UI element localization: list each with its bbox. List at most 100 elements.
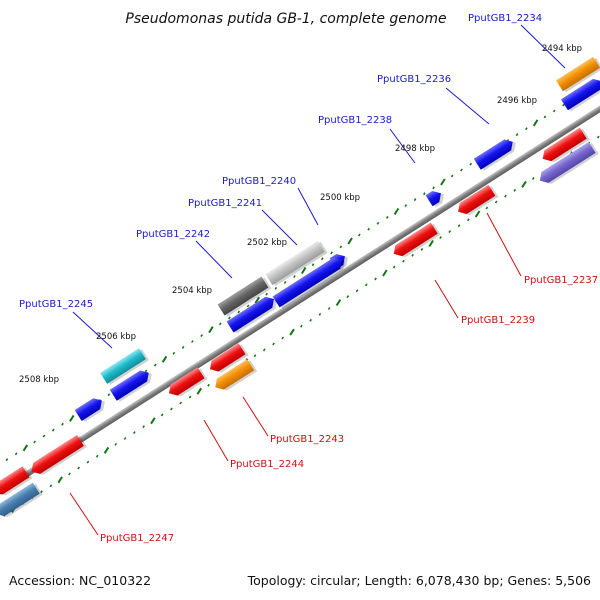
scale-tick (432, 186, 435, 190)
gene-feature[interactable] (165, 366, 208, 401)
gene-arrow[interactable] (109, 367, 152, 401)
gene-label-pputgb1-2240[interactable]: PputGB1_2240 (222, 176, 296, 187)
scale-tick (228, 316, 231, 320)
gene-arrow[interactable] (74, 395, 106, 422)
scale-tick (86, 460, 90, 464)
gene-feature[interactable] (28, 434, 87, 479)
scale-tick (330, 251, 333, 255)
gene-feature[interactable] (206, 342, 249, 377)
map-title: Pseudomonas putida GB-1, complete genome (125, 11, 446, 27)
gene-feature[interactable] (555, 56, 600, 94)
gene-feature[interactable] (455, 184, 499, 220)
scale-tick (467, 218, 470, 222)
gene-arrow[interactable] (455, 184, 496, 217)
scale-tick (311, 263, 315, 267)
scale-label: 2504 kbp (172, 286, 212, 296)
gene-arrow[interactable] (100, 348, 146, 384)
scale-tick (318, 312, 322, 316)
gene-arrow[interactable] (265, 240, 325, 286)
scale-tick (172, 351, 176, 355)
gene-arrow[interactable] (206, 343, 246, 374)
gene-arrow[interactable] (28, 434, 84, 477)
scale-tick (200, 334, 203, 338)
scale-tick (283, 280, 287, 284)
gene-feature[interactable] (0, 482, 43, 522)
scale-tick (123, 437, 127, 440)
gene-label-pputgb1-2236[interactable]: PputGB1_2236 (377, 74, 451, 85)
gene-feature[interactable] (226, 292, 281, 334)
gene-feature[interactable] (74, 394, 109, 423)
scale-tick (133, 431, 136, 435)
scale-tick (142, 425, 145, 429)
gene-feature[interactable] (100, 347, 149, 386)
scale-tick (413, 198, 417, 202)
gene-feature[interactable] (473, 135, 519, 172)
gene-label-pputgb1-2247[interactable]: PputGB1_2247 (100, 533, 174, 544)
gene-arrow[interactable] (0, 482, 40, 520)
scale-tick (179, 401, 183, 405)
gene-arrow[interactable] (390, 222, 438, 260)
gene-label-pputgb1-2241[interactable]: PputGB1_2241 (188, 198, 262, 209)
scale-tick (207, 383, 210, 387)
gene-label-pputgb1-2239[interactable]: PputGB1_2239 (461, 315, 535, 326)
scale-tick (107, 393, 111, 397)
gene-feature[interactable] (217, 275, 272, 317)
scale-tick (513, 188, 517, 192)
gene-feature[interactable] (212, 358, 258, 395)
gene-label-pputgb1-2238[interactable]: PputGB1_2238 (318, 115, 392, 126)
scale-tick (57, 476, 63, 484)
scale-tick (61, 422, 64, 426)
gene-arrow[interactable] (217, 276, 269, 316)
scale-tick (69, 414, 75, 422)
gene-arrow[interactable] (425, 188, 445, 207)
label-callout-line (195, 240, 233, 279)
scale-tick (181, 345, 185, 349)
gene-label-pputgb1-2237[interactable]: PputGB1_2237 (524, 275, 598, 286)
scale-tick (525, 127, 528, 131)
label-callout-line (389, 128, 416, 164)
gene-feature[interactable] (265, 240, 328, 287)
scale-tick (355, 289, 359, 293)
gene-arrow[interactable] (473, 136, 516, 170)
scale-tick (596, 135, 600, 139)
scale-tick (144, 369, 148, 373)
gene-arrow[interactable] (165, 367, 205, 398)
scale-tick (562, 103, 565, 107)
gene-label-pputgb1-2243[interactable]: PputGB1_2243 (270, 434, 344, 445)
scale-tick (272, 342, 275, 346)
gene-arrow[interactable] (212, 359, 255, 393)
scale-tick (376, 221, 380, 225)
label-callout-line (297, 187, 319, 226)
gene-label-pputgb1-2245[interactable]: PputGB1_2245 (19, 299, 93, 310)
gene-feature[interactable] (539, 127, 590, 167)
gene-feature[interactable] (272, 253, 349, 309)
genome-summary-text: Topology: circular; Length: 6,078,430 bp… (247, 573, 591, 588)
gene-arrow[interactable] (226, 294, 278, 333)
gene-label-pputgb1-2242[interactable]: PputGB1_2242 (136, 229, 210, 240)
scale-tick (460, 168, 463, 172)
scale-tick (5, 458, 9, 462)
gene-feature[interactable] (425, 187, 448, 209)
gene-arrow[interactable] (272, 255, 346, 308)
gene-label-pputgb1-2234[interactable]: PputGB1_2234 (468, 13, 542, 24)
gene-arrow[interactable] (555, 56, 600, 92)
scale-tick (347, 237, 353, 245)
scale-tick (14, 452, 18, 456)
gene-feature[interactable] (0, 465, 33, 500)
gene-arrow[interactable] (560, 76, 600, 111)
label-callout-line (445, 87, 490, 125)
gene-arrow[interactable] (536, 141, 596, 186)
scale-tick (335, 299, 342, 307)
scale-tick (254, 296, 261, 304)
scale-tick (521, 180, 527, 188)
gene-arrow[interactable] (539, 127, 587, 165)
gene-feature[interactable] (109, 366, 155, 403)
gene-feature[interactable] (560, 75, 600, 113)
gene-feature[interactable] (536, 141, 599, 188)
scale-tick (404, 204, 408, 208)
gene-arrow[interactable] (0, 466, 30, 497)
gene-feature[interactable] (390, 222, 441, 262)
gene-label-pputgb1-2244[interactable]: PputGB1_2244 (230, 459, 304, 470)
